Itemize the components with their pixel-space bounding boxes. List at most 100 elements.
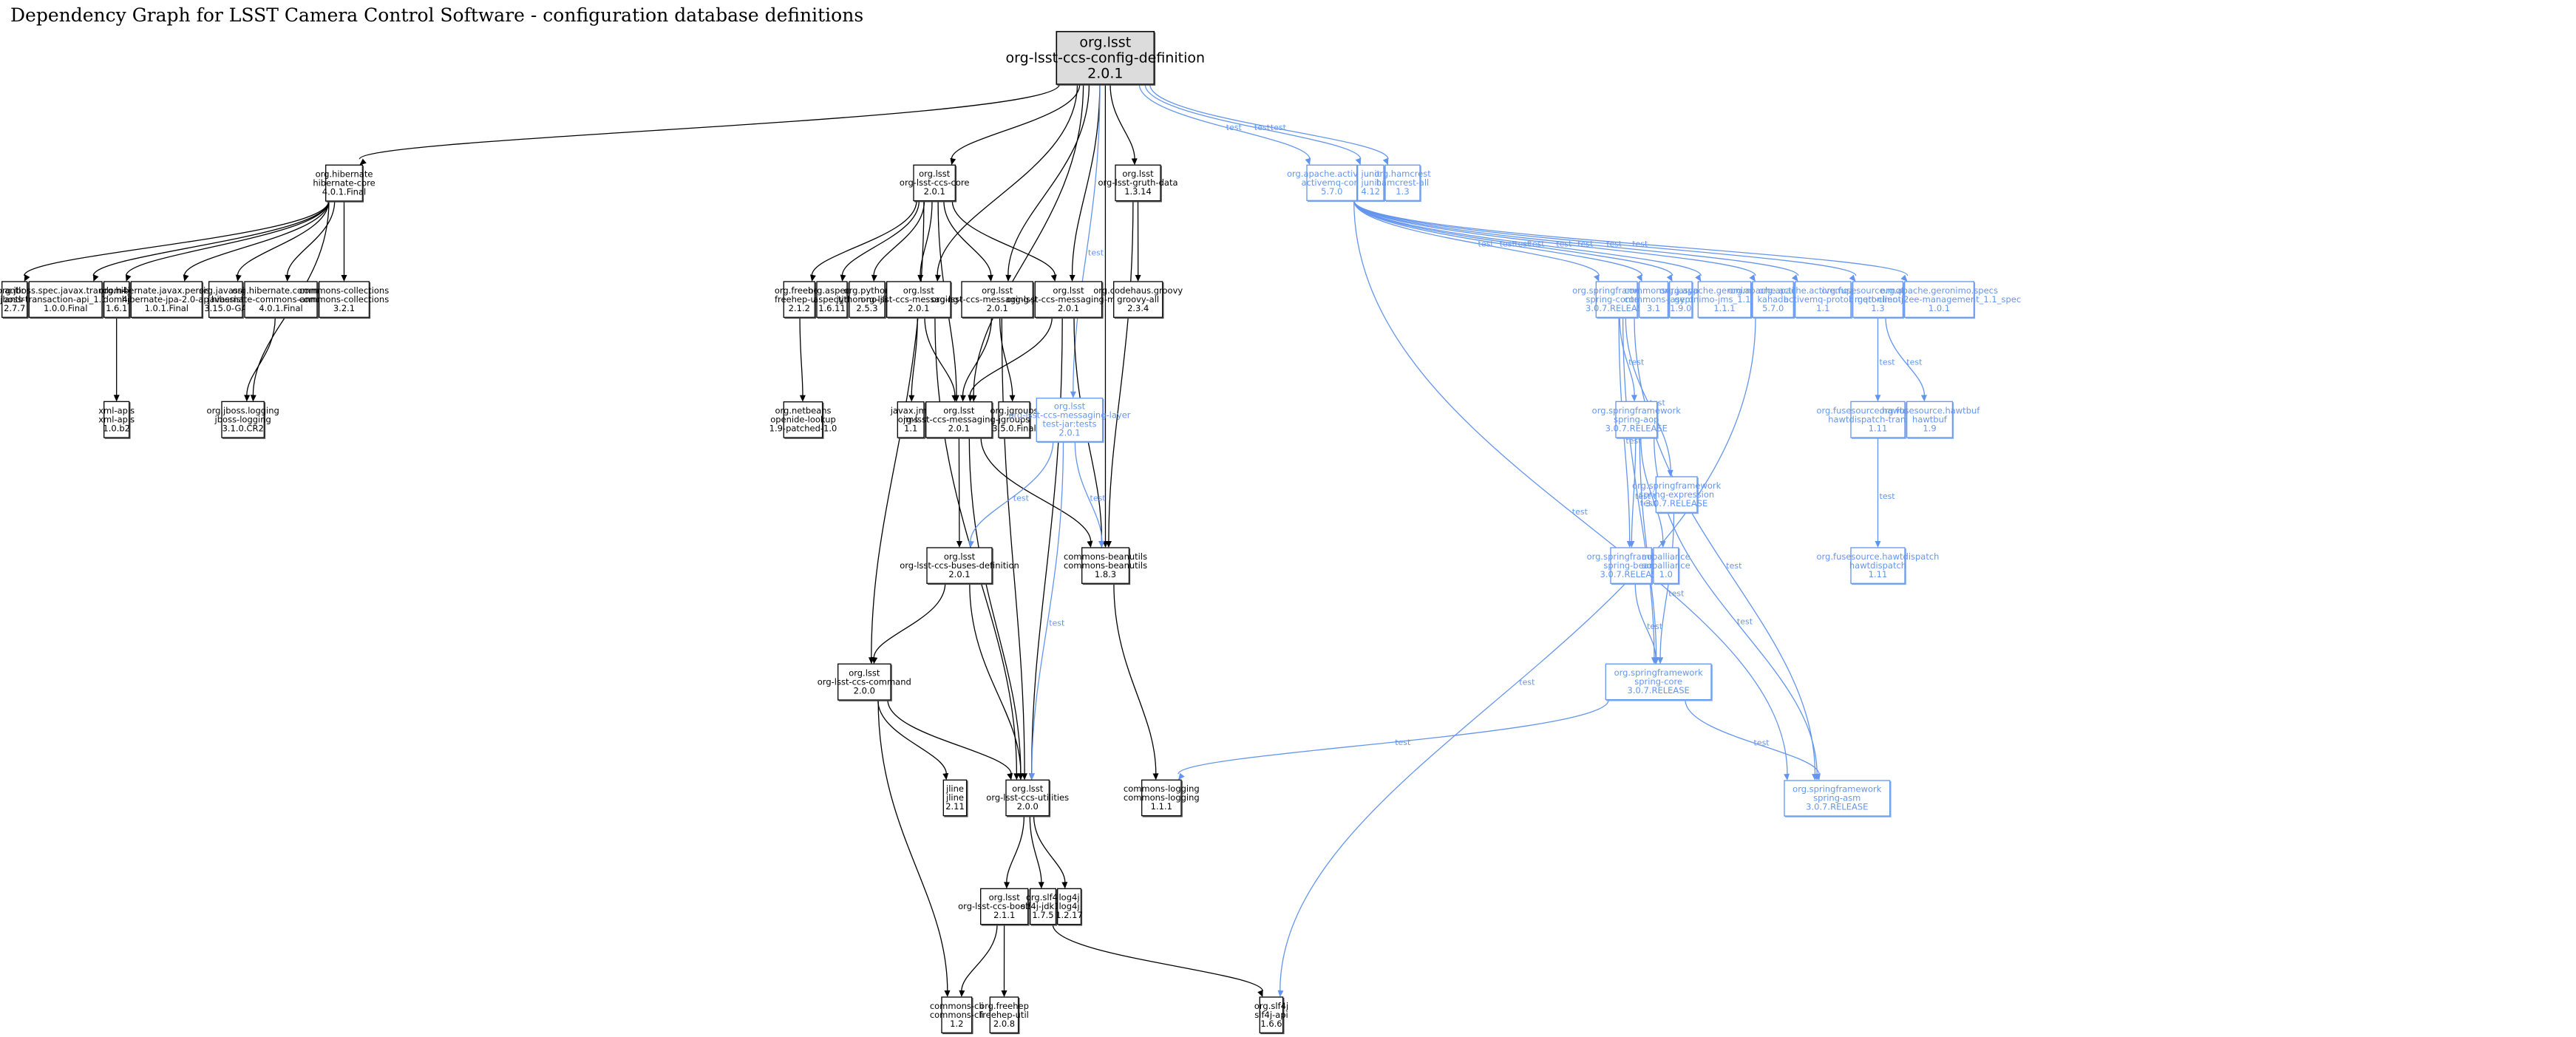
node-artifact: log4j [1058, 901, 1079, 911]
edge-ccs-command-to-commons-cli [877, 699, 951, 997]
edge-hibernate-core-to-jboss-tx [92, 200, 330, 282]
node-buses-definition[interactable]: org.lsstorg-lsst-ccs-buses-definition2.0… [900, 547, 1019, 585]
node-version: 4.0.1.Final [322, 186, 366, 197]
arrowhead-icon [1029, 773, 1035, 781]
node-hawtdispatch[interactable]: org.fusesource.hawtdispatchhawtdispatch1… [1817, 547, 1940, 585]
edge-line [980, 437, 1092, 543]
edge-root-to-messaging-jgroups [1005, 84, 1090, 282]
node-jpa[interactable]: org.hibernate.javax.persistencehibernate… [99, 281, 234, 319]
node-messaging-layer-tests[interactable]: org.lsstorg-lsst-ccs-messaging-layertest… [1008, 398, 1131, 443]
node-group: org.lsst [919, 169, 951, 179]
node-version: 1.0.1 [1928, 303, 1950, 313]
edge-root-to-messaging-jms [935, 84, 1078, 282]
node-spring-aop[interactable]: org.springframeworkspring-aop3.0.7.RELEA… [1592, 401, 1682, 439]
edge-kahadb-to-slf4j-api: test [1277, 317, 1756, 997]
arrowhead-icon [1875, 541, 1881, 548]
node-box [1113, 281, 1163, 318]
node-version: 2.0.0 [854, 685, 875, 696]
node-artifact: hibernate-jpa-2.0-api [122, 294, 211, 305]
edge-label: test [1632, 239, 1648, 248]
node-artifact: org-lsst-ccs-config-definition [1006, 50, 1205, 67]
node-box [1036, 398, 1104, 443]
edge-activemq-core-to-jasypt: test [1353, 200, 1673, 282]
node-artifact: org-lsst-ccs-command [818, 676, 911, 687]
edge-label: test [1906, 358, 1923, 367]
node-jboss-tx[interactable]: org.jboss.spec.javax.transactionjboss-tr… [0, 281, 134, 319]
node-group: org.hamcrest [1374, 169, 1431, 179]
node-group: org.lsst [849, 667, 880, 678]
node-spring-expression[interactable]: org.springframeworkspring-expression3.0.… [1632, 476, 1722, 514]
edge-messaging-jms-to-messaging-layer [924, 317, 958, 402]
node-openide-lookup[interactable]: org.netbeansopenide-lookup1.9-patched-1.… [769, 401, 837, 439]
node-spring-context[interactable]: org.springframeworkspring-context3.0.7.R… [1572, 281, 1662, 319]
node-box [244, 281, 318, 318]
arrowhead-icon [968, 540, 974, 548]
edge-line [1353, 200, 1909, 276]
node-geronimo-j2ee[interactable]: org.apache.geronimo.specsgeronimo-j2ee-m… [1858, 281, 2021, 319]
node-version: 1.8.3 [1095, 569, 1116, 579]
edge-line [951, 84, 1081, 160]
edge-line [943, 200, 992, 276]
node-activemq-protobuf[interactable]: org.apache.activemq.protobufactivemq-pro… [1758, 281, 1888, 319]
node-box [221, 401, 265, 438]
arrowhead-icon [1106, 541, 1112, 548]
edge-hibernate-core-to-antlr [24, 200, 330, 282]
node-shadow [818, 282, 849, 319]
arrowhead-icon [908, 395, 915, 402]
node-box [783, 401, 823, 438]
node-artifact: freehep-util [775, 294, 824, 305]
arrowhead-icon [956, 541, 962, 548]
node-box [1653, 547, 1679, 584]
arrowhead-icon [1849, 274, 1856, 282]
node-artifact: commons-net [1624, 294, 1683, 305]
edge-line [1109, 84, 1135, 160]
node-spring-core[interactable]: org.springframeworkspring-core3.0.7.RELE… [1605, 663, 1713, 701]
edge-line [183, 200, 330, 276]
node-messaging-layer[interactable]: org.lsstorg-lsst-ccs-messaging-layer2.0.… [898, 401, 1020, 439]
node-commons-collections[interactable]: commons-collectionscommons-collections3.… [299, 281, 389, 319]
node-spring-asm[interactable]: org.springframeworkspring-asm3.0.7.RELEA… [1784, 780, 1892, 817]
node-version: test-jar:tests [1043, 419, 1097, 429]
node-group: org.jgroups [990, 405, 1038, 415]
node-group: dom4j [103, 285, 130, 296]
node-commons-annotations[interactable]: org.hibernate.commonhibernate-commons-an… [211, 281, 350, 319]
node-root[interactable]: org.lsstorg-lsst-ccs-config-definition2.… [1006, 30, 1205, 86]
arrowhead-icon [935, 274, 941, 282]
node-messaging-jgroups[interactable]: org.lsstorg-lsst-ccs-messaging-jgroups2.… [931, 281, 1064, 319]
